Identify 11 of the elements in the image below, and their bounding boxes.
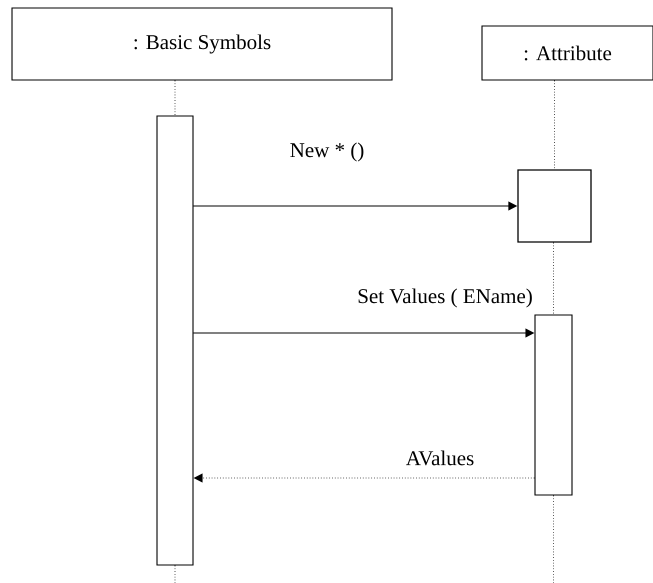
edge-label: Set Values ( EName)	[356, 287, 534, 309]
lifeline	[174, 80, 176, 116]
activation-bar	[156, 115, 194, 566]
lifeline-header-box: : Basic Symbols	[11, 7, 393, 81]
lifeline-header-box: : Attribute	[481, 25, 653, 81]
object-box	[517, 169, 592, 243]
edge-label: New * ()	[288, 141, 366, 163]
edge-label: AValues	[404, 450, 476, 466]
lifeline	[553, 242, 554, 315]
lifeline	[554, 80, 555, 170]
activation-bar	[534, 314, 573, 496]
